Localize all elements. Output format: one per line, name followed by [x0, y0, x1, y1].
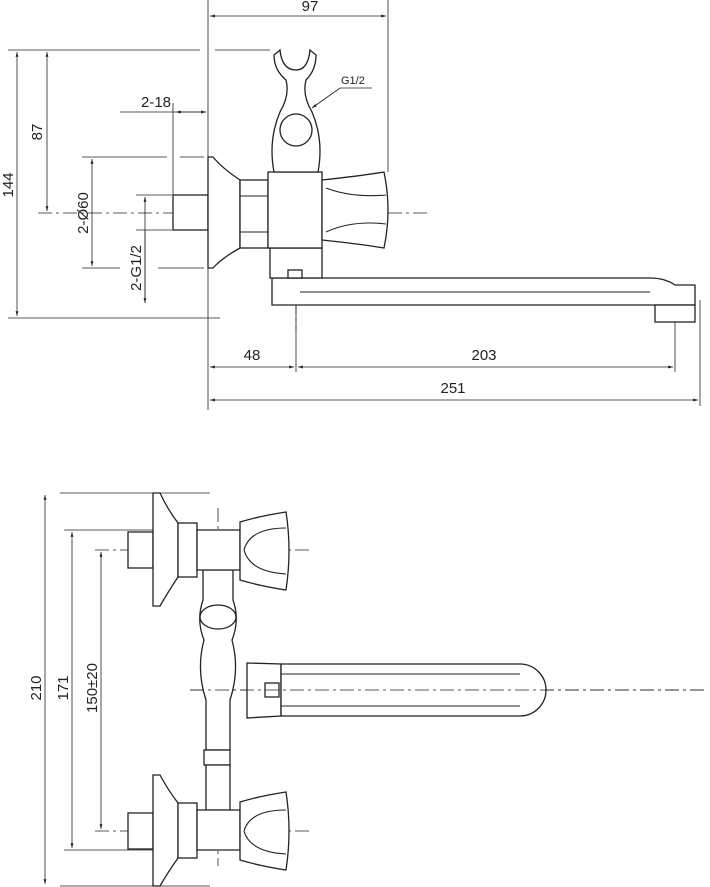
dim-210-label: 210 — [28, 675, 45, 700]
dim-150-label: 150±20 — [84, 663, 101, 713]
dim-171-label: 171 — [55, 675, 72, 700]
dim-97-label: 97 — [302, 0, 319, 15]
front-view: 210 171 150±20 — [28, 492, 708, 887]
dim-144-label: 144 — [0, 172, 17, 197]
faucet-side — [172, 48, 696, 323]
faucet-front — [127, 492, 708, 887]
dim-2-18-label: 2-18 — [141, 94, 171, 111]
dim-203-label: 203 — [471, 347, 496, 364]
thread-g12-label: G1/2 — [341, 75, 365, 87]
dim-251-label: 251 — [440, 380, 465, 397]
dim-inlet-thread-label: 2-G1/2 — [128, 245, 145, 291]
dim-87-label: 87 — [29, 124, 46, 141]
dim-48-label: 48 — [244, 347, 261, 364]
side-view: 97 144 87 2-18 2-Ø60 2-G1/2 48 203 251 G… — [0, 0, 701, 410]
